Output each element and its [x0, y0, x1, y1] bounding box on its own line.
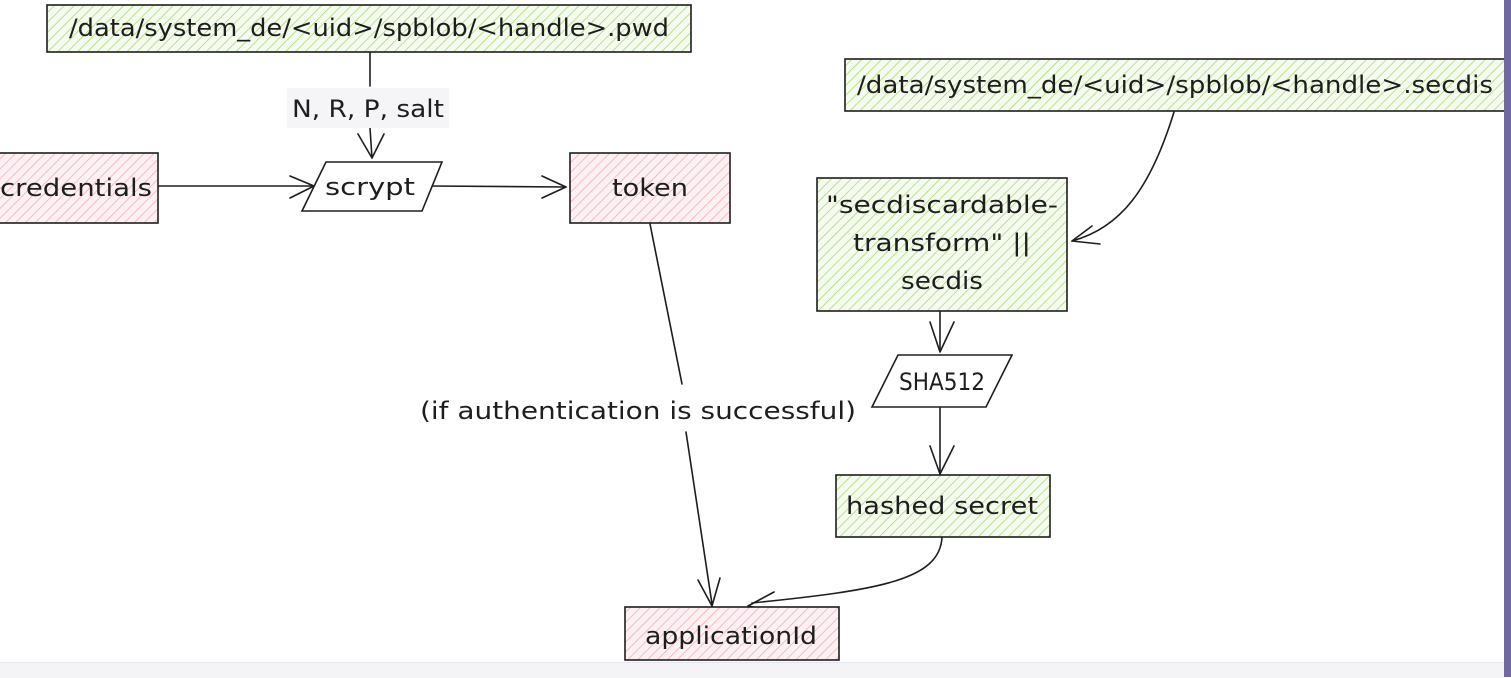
- pwd-file-node: [46, 4, 692, 53]
- arrowhead-scrypt-to-token: [541, 175, 567, 199]
- secdis-concat-node: [816, 177, 1068, 312]
- auth-condition-label: (if authentication is successful): [420, 397, 856, 425]
- scrypt-label: scrypt: [325, 173, 415, 201]
- token-node: [569, 152, 731, 224]
- application-id-node: [624, 606, 840, 661]
- edge-label-bg: [287, 88, 449, 128]
- pwd-file-label: /data/system_de/<uid>/spblob/<handle>.pw…: [69, 14, 669, 42]
- secdis-concat-line-2: transform" ||: [853, 229, 1031, 257]
- arrowhead-pwd-to-scrypt: [357, 133, 385, 159]
- arrowhead-concat-to-sha512: [929, 321, 955, 353]
- sha512-label: SHA512: [899, 368, 985, 396]
- arrowhead-secdis-to-concat: [1071, 225, 1101, 245]
- window-accent-bar: [1504, 0, 1511, 677]
- scrypt-node: [300, 161, 444, 212]
- application-id-label: applicationId: [645, 622, 817, 650]
- edge-label-npr-salt: N, R, P, salt: [292, 95, 444, 123]
- sha512-node: [870, 354, 1014, 408]
- token-label: token: [612, 174, 688, 202]
- arrowhead-token-to-appid: [697, 577, 721, 607]
- secdis-file-node: [844, 58, 1506, 112]
- hashed-secret-label: hashed secret: [846, 492, 1038, 520]
- edge-token-to-appid: [649, 223, 713, 605]
- canvas-footer-band: [0, 662, 1504, 678]
- credentials-node: [0, 152, 159, 224]
- secdis-file-label: /data/system_de/<uid>/spblob/<handle>.se…: [857, 71, 1493, 99]
- secdis-concat-line-3: secdis: [901, 267, 983, 295]
- arrowhead-sha512-to-hashed: [929, 445, 955, 475]
- edge-pwd-to-scrypt: [369, 51, 373, 159]
- edge-secdis-to-concat: [1071, 111, 1175, 242]
- edge-label-bg: [418, 390, 858, 430]
- edge-hashed-to-appid: [751, 536, 943, 604]
- edge-scrypt-to-token: [429, 185, 567, 188]
- secdis-concat-line-1: "secdiscardable-: [826, 191, 1058, 219]
- hashed-secret-node: [835, 474, 1051, 538]
- credentials-label: credentials: [0, 174, 152, 202]
